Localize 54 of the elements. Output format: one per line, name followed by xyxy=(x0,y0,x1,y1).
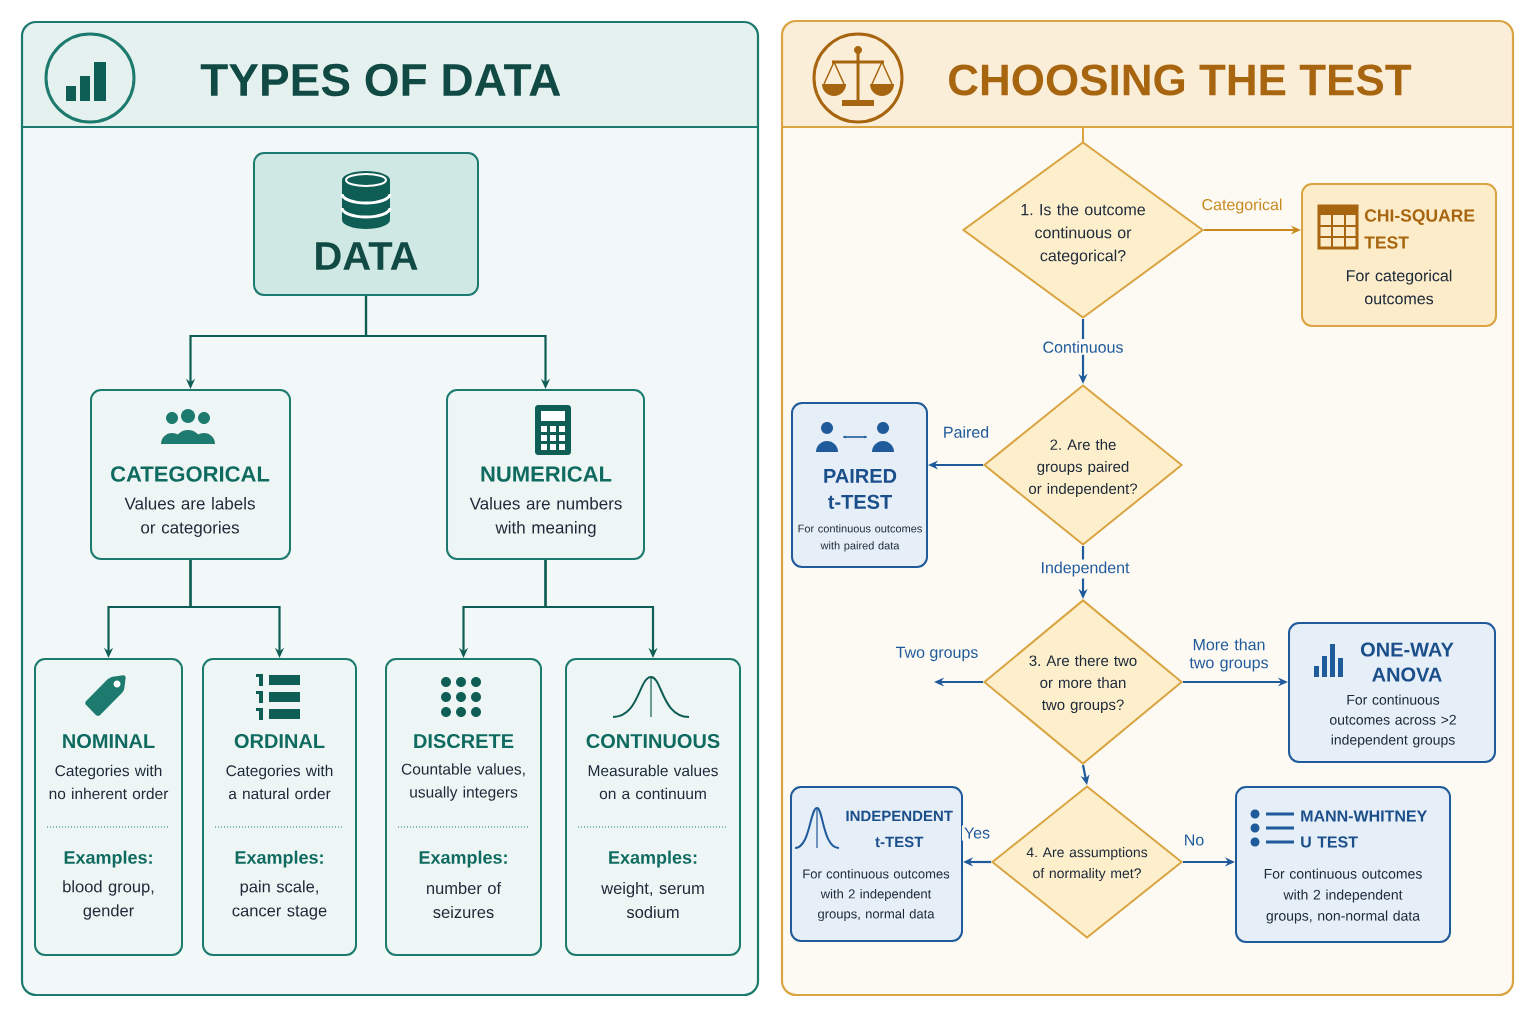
card-heading: DISCRETE xyxy=(414,733,514,749)
box-heading: INDEPENDENT t-TEST xyxy=(846,810,953,848)
question-text: 4. Are assumptions of normality met? xyxy=(1026,846,1148,881)
card-heading: CONTINUOUS xyxy=(586,733,720,749)
examples-heading: Examples: xyxy=(419,850,507,868)
type-card xyxy=(202,658,357,956)
edge-label: No xyxy=(1181,832,1207,848)
result-box xyxy=(1235,786,1451,943)
category-box xyxy=(90,389,291,560)
result-box xyxy=(791,402,928,568)
examples-heading: Examples: xyxy=(64,850,152,868)
root-box xyxy=(253,152,479,296)
result-box xyxy=(1301,183,1497,327)
card-description: Countable values, usually integers xyxy=(401,763,525,801)
type-card xyxy=(565,658,741,956)
card-heading: NOMINAL xyxy=(63,733,155,749)
examples-heading: Examples: xyxy=(609,850,697,868)
box-heading: MANN-WHITNEY U TEST xyxy=(1301,810,1428,848)
box-heading: ONE-WAY ANOVA xyxy=(1360,642,1454,682)
box-description: For continuous outcomes with 2 independent groups, normal data xyxy=(803,868,950,922)
edge-label: Paired xyxy=(940,424,992,440)
result-box xyxy=(1288,622,1496,763)
edge-label: More than two groups xyxy=(1182,636,1276,674)
box-heading: NUMERICAL xyxy=(481,466,612,482)
card-heading: ORDINAL xyxy=(234,733,325,749)
card-description: Categories with a natural order xyxy=(226,764,333,800)
edge-label: Yes xyxy=(961,825,993,841)
question-text: 2. Are the groups paired or independent? xyxy=(1029,439,1138,497)
examples-text: pain scale, cancer stage xyxy=(232,880,327,920)
box-description: Values are numbers with meaning xyxy=(469,497,622,537)
examples-text: blood group, gender xyxy=(63,880,154,920)
card-description: Categories with no inherent order xyxy=(49,764,169,800)
edge-label: Continuous xyxy=(1040,339,1126,355)
card-description: Measurable values on a continuum xyxy=(588,764,718,800)
box-description: Values are labels or categories xyxy=(124,497,255,537)
question-text: 3. Are there two or more than two groups? xyxy=(1029,655,1137,713)
box-heading: CATEGORICAL xyxy=(111,466,270,482)
panel-title: CHOOSING THE TEST xyxy=(949,64,1412,96)
question-text: 1. Is the outcome continuous or categorical? xyxy=(1021,203,1145,265)
box-heading: PAIRED t-TEST xyxy=(824,469,897,509)
box-description: For continuous outcomes with 2 independent groups, non-normal data xyxy=(1264,868,1422,924)
type-card xyxy=(385,658,542,956)
examples-heading: Examples: xyxy=(235,850,323,868)
box-description: For continuous outcomes with paired data xyxy=(798,524,922,552)
panel-title: TYPES OF DATA xyxy=(200,63,561,97)
category-box xyxy=(446,389,645,560)
box-heading: CHI-SQUARE TEST xyxy=(1364,209,1475,249)
box-description: For categorical outcomes xyxy=(1347,269,1452,305)
box-description: For continuous outcomes across >2 independent groups xyxy=(1330,694,1456,748)
box-title: DATA xyxy=(316,242,418,270)
type-card xyxy=(34,658,183,956)
examples-text: weight, serum sodium xyxy=(601,881,704,919)
result-box xyxy=(790,786,963,942)
examples-text: number of seizures xyxy=(427,881,502,919)
